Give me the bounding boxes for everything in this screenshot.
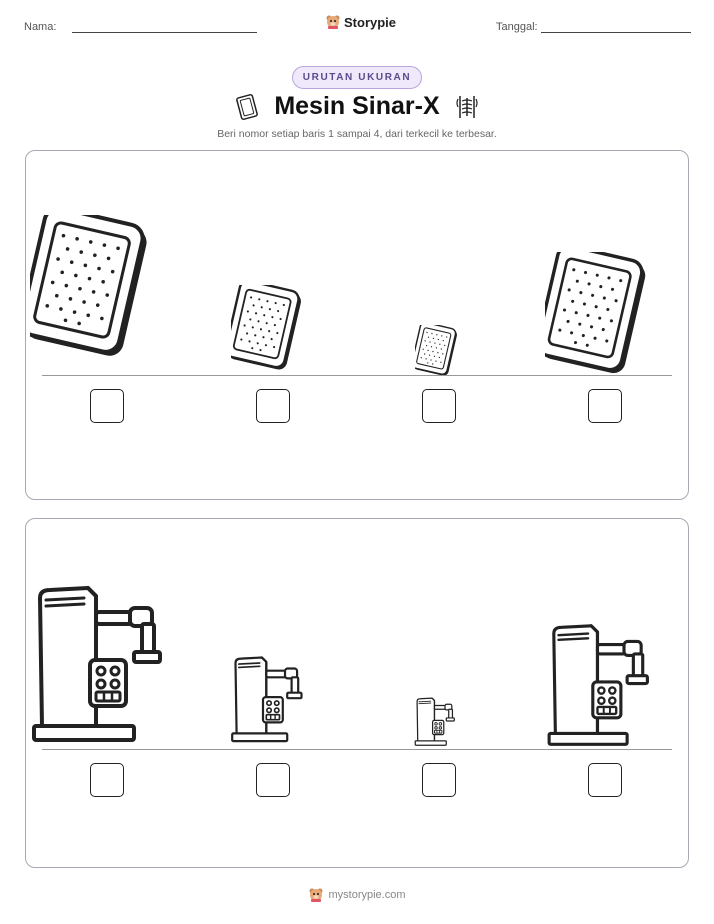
xray-film-icon: [415, 325, 459, 375]
answer-box[interactable]: [422, 389, 456, 423]
date-label: Tanggal:: [496, 21, 538, 33]
xray-machine-icon: [547, 624, 649, 746]
answer-box[interactable]: [256, 389, 290, 423]
answer-box[interactable]: [90, 763, 124, 797]
bear-mascot-icon: [326, 15, 340, 29]
baseline: [42, 375, 672, 376]
xray-film-icon: [231, 285, 304, 373]
ribcage-xray-icon: [456, 95, 478, 118]
date-field[interactable]: [541, 32, 691, 33]
answer-box[interactable]: [422, 763, 456, 797]
xray-film-icon: [545, 252, 650, 377]
answer-box[interactable]: [90, 389, 124, 423]
xray-machine-icon: [32, 586, 162, 742]
answer-box[interactable]: [588, 389, 622, 423]
xray-film-icon: [236, 93, 259, 120]
xray-machine-icon: [414, 697, 455, 746]
category-badge: URUTAN UKURAN: [291, 66, 423, 89]
answer-box[interactable]: [256, 763, 290, 797]
footer: mystorypie.com: [308, 887, 406, 903]
footer-url[interactable]: mystorypie.com: [328, 889, 406, 901]
brand-logo: Storypie: [325, 14, 396, 30]
answer-box[interactable]: [588, 763, 622, 797]
name-field[interactable]: [72, 32, 257, 33]
xray-machine-icon: [231, 656, 303, 743]
xray-film-icon: [30, 215, 152, 361]
bear-mascot-icon: [309, 888, 323, 902]
name-label: Nama:: [24, 21, 57, 33]
baseline: [42, 749, 672, 750]
brand-name: Storypie: [344, 14, 397, 30]
page-title: Mesin Sinar-X: [274, 92, 440, 120]
instruction-text: Beri nomor setiap baris 1 sampai 4, dari…: [217, 128, 497, 140]
